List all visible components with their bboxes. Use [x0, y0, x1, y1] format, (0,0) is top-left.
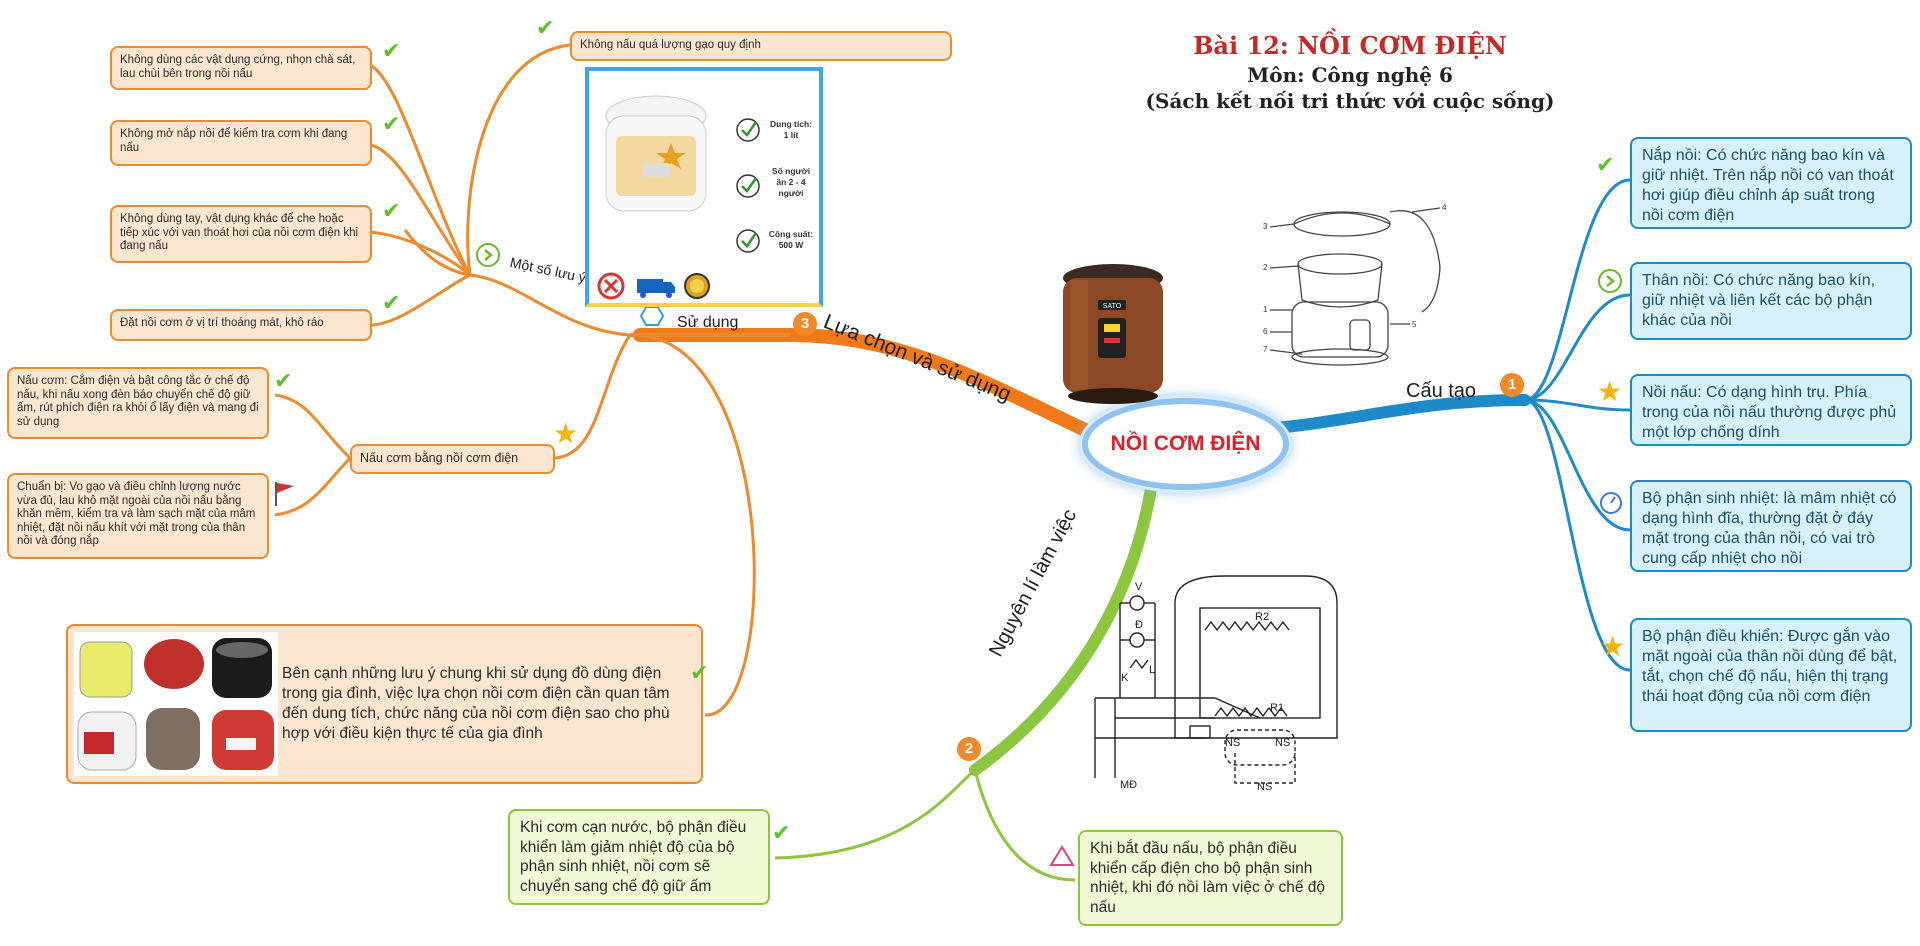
star-icon: ★	[1600, 631, 1626, 662]
cooker-structure-diagram: 3 2 1 6 7 5 4	[1263, 203, 1447, 366]
flag-icon	[275, 482, 294, 506]
diagram-number-6: 6	[1263, 327, 1268, 336]
structure-body[interactable]: Thân nồi: Có chức năng bao kín, giữ nhiệ…	[1630, 262, 1912, 340]
check-icon: ✔	[382, 38, 401, 63]
cooker-brand: SATO	[1103, 303, 1122, 310]
structure-heating-element[interactable]: Bộ phận sinh nhiệt: là mâm nhiệt có dạng…	[1630, 480, 1912, 572]
spec-capacity: Dung tích: 1 lít	[767, 119, 815, 141]
branch-structure-label[interactable]: Cấu tạo	[1406, 380, 1477, 402]
page-title: Bài 12: NỒI CƠM ĐIỆN	[1193, 31, 1507, 60]
check-icon: ✔	[536, 15, 555, 40]
central-topic[interactable]: NỒI CƠM ĐIỆN	[1082, 398, 1289, 490]
hexagon-icon	[640, 306, 664, 326]
white-cooker-image	[605, 95, 707, 212]
diagram-number-7: 7	[1263, 345, 1268, 354]
cooking-with-cooker-node[interactable]: Nấu cơm bằng nồi cơm điện	[350, 444, 555, 474]
title-block: Bài 12: NỒI CƠM ĐIỆN Môn: Công nghệ 6 (S…	[1120, 30, 1580, 114]
warning-triangle-icon	[1049, 845, 1075, 866]
note-no-open-lid[interactable]: Không mở nắp nồi để kiểm tra cơm khi đan…	[110, 120, 372, 166]
check-icon: ✔	[274, 368, 293, 393]
branch-principle-number: 2	[957, 737, 981, 761]
branch-usage-number: 3	[793, 312, 817, 336]
rice-cooker-image: SATO	[1063, 264, 1163, 404]
service-icons	[597, 272, 710, 300]
structure-control-unit[interactable]: Bộ phận điều khiển: Được gắn vào mặt ngo…	[1630, 618, 1912, 732]
diagram-number-2: 2	[1263, 263, 1268, 272]
circuit-label-l: L	[1149, 664, 1155, 676]
diagram-number-1: 1	[1263, 305, 1268, 314]
selection-note-text: Bên cạnh những lưu ý chung khi sử dụng đ…	[282, 665, 670, 742]
principle-keep-warm[interactable]: Khi cơm cạn nước, bộ phận điều khiển làm…	[508, 809, 770, 905]
check-icon: ✔	[690, 660, 709, 685]
branch-principle-line	[969, 476, 1158, 776]
diagram-number-5: 5	[1412, 320, 1417, 329]
spec-power-label: Công suất:	[768, 229, 814, 239]
spec-servings: Số người ăn 2 - 4 người	[771, 166, 811, 198]
selection-note-node[interactable]: Bên cạnh những lưu ý chung khi sử dụng đ…	[66, 624, 703, 784]
circuit-diagram: V Đ K L R1 R2 NS NS NS MĐ	[1094, 575, 1338, 793]
branch-cooking-line	[554, 334, 632, 460]
spec-check-icons	[736, 118, 760, 253]
circuit-label-ns-2: NS	[1275, 737, 1290, 749]
circuit-label-r2: R2	[1255, 611, 1269, 623]
structure-inner-pot[interactable]: Nồi nấu: Có dạng hình trụ. Phía trong củ…	[1630, 374, 1912, 446]
branch-selection-line	[629, 333, 756, 717]
branch-notes-line	[469, 273, 631, 337]
check-icon: ✔	[1596, 152, 1615, 177]
branch-use-label[interactable]: Sử dụng	[677, 314, 739, 331]
star-icon: ★	[553, 418, 579, 449]
branch-structure-line	[1269, 394, 1531, 434]
product-info-image: Dung tích: 1 lít Số người ăn 2 - 4 người…	[585, 67, 823, 307]
branch-structure-number: 1	[1500, 373, 1524, 397]
circuit-label-ns-3: NS	[1257, 781, 1272, 793]
spec-capacity-label: Dung tích:	[769, 119, 813, 129]
note-rice-limit[interactable]: Không nấu quá lượng gạo quy định	[570, 31, 952, 61]
check-icon: ✔	[382, 111, 401, 136]
circuit-label-k: K	[1121, 672, 1129, 684]
check-icon: ✔	[382, 198, 401, 223]
structure-lid[interactable]: Nắp nồi: Có chức năng bao kín và giữ nhi…	[1630, 137, 1912, 229]
star-icon: ★	[1597, 376, 1623, 407]
branch-usage-line	[633, 328, 1092, 437]
diagram-number-3: 3	[1263, 222, 1268, 231]
clock-icon	[1600, 492, 1622, 514]
circuit-label-v: V	[1135, 581, 1143, 593]
chevron-right-icon	[1598, 269, 1622, 293]
circuit-label-r1: R1	[1270, 702, 1284, 714]
diagram-number-4: 4	[1442, 203, 1447, 212]
note-cool-dry-place[interactable]: Đặt nồi cơm ở vị trí thoáng mát, khô ráo	[110, 309, 372, 341]
note-no-hard-tools[interactable]: Không dùng các vật dụng cứng, nhọn chà s…	[110, 46, 372, 90]
circuit-label-d: Đ	[1135, 619, 1143, 631]
check-icon: ✔	[382, 290, 401, 315]
note-no-cover-vent[interactable]: Không dùng tay, vật dụng khác để che hoặ…	[110, 205, 372, 263]
chevron-right-icon	[476, 243, 500, 267]
rice-cookers-collage	[74, 632, 278, 776]
cooking-step-cook[interactable]: Nấu cơm: Cắm điện và bật công tắc ở chế …	[7, 367, 269, 439]
book-subtitle: (Sách kết nối tri thức với cuộc sống)	[1145, 89, 1555, 113]
central-topic-label: NỒI CƠM ĐIỆN	[1110, 432, 1261, 455]
check-icon: ✔	[772, 820, 791, 845]
cooking-step-prepare[interactable]: Chuẩn bị: Vo gạo và điều chỉnh lượng nướ…	[7, 473, 269, 559]
spec-power: Công suất: 500 W	[767, 229, 815, 251]
circuit-label-md: MĐ	[1120, 779, 1137, 791]
spec-capacity-value: 1 lít	[783, 130, 799, 140]
spec-power-value: 500 W	[778, 240, 804, 250]
subject-subtitle: Môn: Công nghệ 6	[1247, 63, 1453, 87]
principle-cooking-mode[interactable]: Khi bắt đầu nấu, bộ phận điều khiển cấp …	[1078, 830, 1343, 926]
circuit-label-ns-1: NS	[1225, 737, 1240, 749]
